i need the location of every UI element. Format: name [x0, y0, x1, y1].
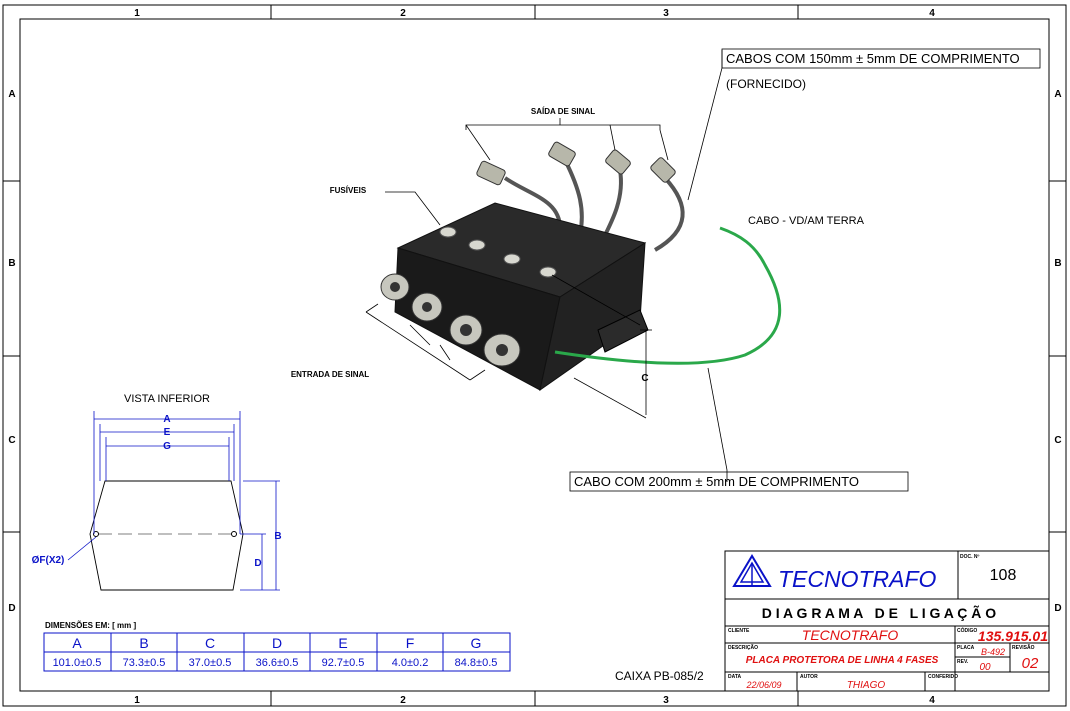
revision-value: 02: [1022, 655, 1039, 672]
row-label-d-right: D: [1054, 603, 1061, 614]
output-connector-4: [650, 157, 676, 183]
dim-value-d: 36.6±0.5: [256, 657, 299, 669]
col-label-4-bottom: 4: [929, 695, 935, 706]
row-label-a-right: A: [1054, 89, 1061, 100]
cable-200-box: [569, 471, 909, 492]
dim-header-c: C: [205, 635, 215, 651]
dimensions-caption: DIMENSÕES EM: [ mm ]: [45, 621, 136, 630]
row-label-b-right: B: [1054, 258, 1061, 269]
col-label-3-bottom: 3: [663, 695, 669, 706]
dim-value-b: 73.3±0.5: [123, 657, 166, 669]
input-connector-3: [449, 314, 483, 346]
bottom-view: VISTA INFERIOR A E G B D ØF(X2): [32, 393, 282, 591]
author-label: AUTOR: [800, 674, 818, 680]
dim-value-f: 4.0±0.2: [392, 657, 429, 669]
bottom-dim-e: E: [164, 427, 171, 438]
output-connector-3: [605, 149, 631, 175]
bottom-dim-b: B: [274, 531, 281, 542]
input-connector-4: [483, 333, 521, 367]
code-value: 135.915.01: [978, 628, 1048, 644]
callout-signal-out: SAÍDA DE SINAL: [531, 107, 595, 116]
doc-number: 108: [990, 567, 1017, 584]
company-logo-text: TECNOTRAFO: [778, 566, 937, 592]
bottom-view-title: VISTA INFERIOR: [124, 393, 210, 405]
callout-cable-200: CABO COM 200mm ± 5mm DE COMPRIMENTO: [574, 474, 859, 489]
cables-150-box: [721, 48, 1041, 69]
bottom-dim-d: D: [254, 558, 261, 569]
plate-label: PLACA: [957, 645, 975, 651]
output-connector-2: [548, 141, 576, 167]
callout-supplied: (FORNECIDO): [726, 77, 806, 91]
author-value: THIAGO: [847, 680, 886, 691]
diagram-title: D I A G R A M A D E L I G A Ç Ã O: [762, 604, 996, 621]
tecnotrafo-logo-icon: [732, 554, 772, 587]
doc-label: DOC. Nº: [960, 554, 980, 560]
dim-value-e: 92.7±0.5: [322, 657, 365, 669]
col-label-1: 1: [134, 8, 140, 19]
input-connector-2: [411, 292, 443, 322]
description-label: DESCRIÇÃO: [728, 644, 758, 651]
rev-value: 00: [979, 662, 991, 673]
client-label: CLIENTE: [728, 628, 750, 634]
bottom-dim-g: G: [163, 441, 171, 452]
dim-header-a: A: [72, 635, 82, 651]
dim-value-g: 84.8±0.5: [455, 657, 498, 669]
dim-header-d: D: [272, 635, 282, 651]
client-value: TECNOTRAFO: [802, 627, 899, 643]
row-label-c-right: C: [1054, 435, 1061, 446]
input-connector-1: [380, 273, 410, 301]
description-value: PLACA PROTETORA DE LINHA 4 FASES: [746, 655, 939, 666]
title-block: TECNOTRAFO DOC. Nº 108 D I A G R A M A D…: [724, 550, 1050, 692]
case-label: CAIXA PB-085/2: [615, 669, 704, 683]
dim-header-e: E: [338, 635, 347, 651]
callout-signal-in: ENTRADA DE SINAL: [291, 370, 369, 379]
bottom-dim-hole: ØF(X2): [32, 555, 65, 566]
output-connector-1: [476, 160, 506, 186]
bottom-dim-a: A: [163, 414, 170, 425]
col-label-3: 3: [663, 8, 669, 19]
callout-fuses: FUSÍVEIS: [330, 186, 367, 195]
revision-label: REVISÃO: [1012, 644, 1035, 651]
code-label: CÓDIGO: [957, 626, 977, 634]
col-label-1-bottom: 1: [134, 695, 140, 706]
col-label-2-bottom: 2: [400, 695, 406, 706]
callout-ground-cable: CABO - VD/AM TERRA: [748, 215, 865, 227]
col-label-2: 2: [400, 8, 406, 19]
col-label-4: 4: [929, 8, 935, 19]
row-label-c: C: [8, 435, 15, 446]
dimensions-table: DIMENSÕES EM: [ mm ] A B C D E F G 101.0…: [43, 621, 511, 672]
row-label-a: A: [8, 89, 15, 100]
checked-label: CONFERIDO: [928, 674, 958, 680]
row-label-d: D: [8, 603, 15, 614]
rev-label: REV.: [957, 659, 969, 665]
dim-header-f: F: [406, 635, 415, 651]
callout-dim-c: C: [641, 373, 648, 384]
dim-value-c: 37.0±0.5: [189, 657, 232, 669]
dim-header-b: B: [139, 635, 148, 651]
plate-value: B-492: [981, 647, 1005, 657]
dim-value-a: 101.0±0.5: [53, 657, 102, 669]
device-illustration: [380, 141, 782, 392]
dim-header-g: G: [471, 635, 482, 651]
date-label: DATA: [728, 674, 742, 680]
callout-cables-150: CABOS COM 150mm ± 5mm DE COMPRIMENTO: [726, 51, 1020, 66]
row-label-b: B: [8, 258, 15, 269]
date-value: 22/06/09: [745, 680, 781, 690]
